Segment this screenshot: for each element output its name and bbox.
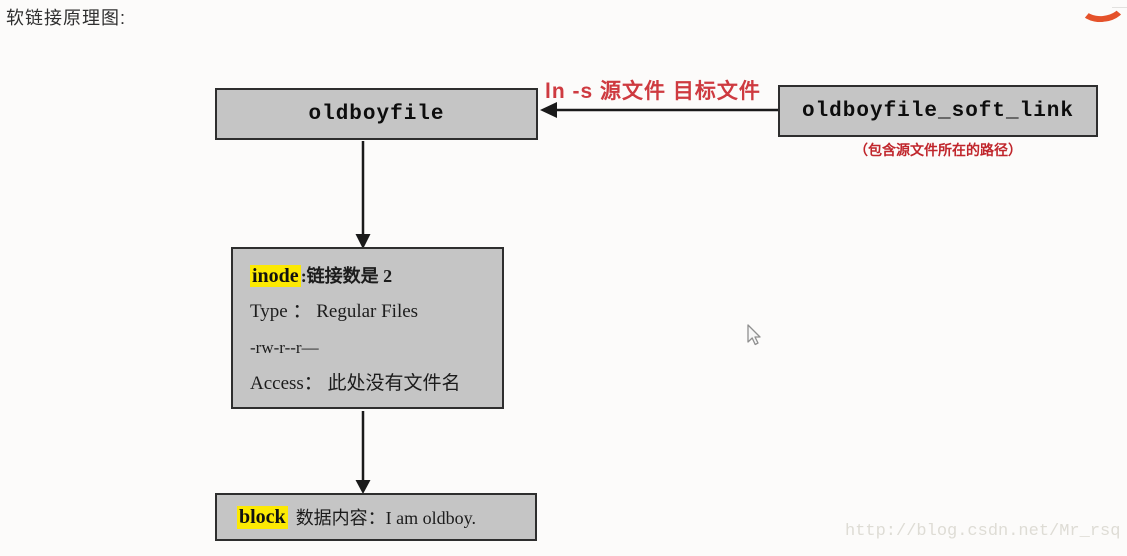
top-right-divider-line — [1112, 7, 1127, 8]
soft-link-box: oldboyfile_soft_link — [778, 85, 1098, 137]
soft-link-note: （包含源文件所在的路径） — [854, 142, 1022, 158]
watermark: http://blog.csdn.net/Mr_rsq — [845, 522, 1121, 541]
page-title: 软链接原理图: — [6, 8, 127, 28]
inode-box: inode:链接数是 2 Type ： Regular Files -rw-r-… — [231, 247, 504, 409]
inode-line-link-count: inode:链接数是 2 — [250, 258, 496, 294]
link-command-label: ln -s 源文件 目标文件 — [545, 80, 761, 103]
soft-link-label: oldboyfile_soft_link — [801, 99, 1075, 123]
inode-highlight: inode — [250, 265, 301, 287]
mouse-cursor-icon — [747, 324, 761, 346]
inode-line-type: Type ： Regular Files — [250, 301, 419, 322]
arrow-source-to-inode — [355, 141, 371, 249]
source-file-box: oldboyfile — [215, 88, 538, 140]
block-box: block 数据内容：I am oldboy. — [215, 493, 537, 541]
inode-line-permissions: -rw-r--r— — [250, 338, 319, 357]
source-file-label: oldboyfile — [308, 102, 445, 126]
block-content-text: 数据内容：I am oldboy. — [295, 508, 477, 528]
inode-line1-rest: :链接数是 2 — [300, 266, 393, 286]
arrow-inode-to-block — [355, 411, 371, 494]
block-highlight: block — [237, 505, 288, 529]
csdn-logo-fragment-icon — [1076, 0, 1127, 25]
inode-line-access: Access： 此处没有文件名 — [250, 373, 461, 394]
